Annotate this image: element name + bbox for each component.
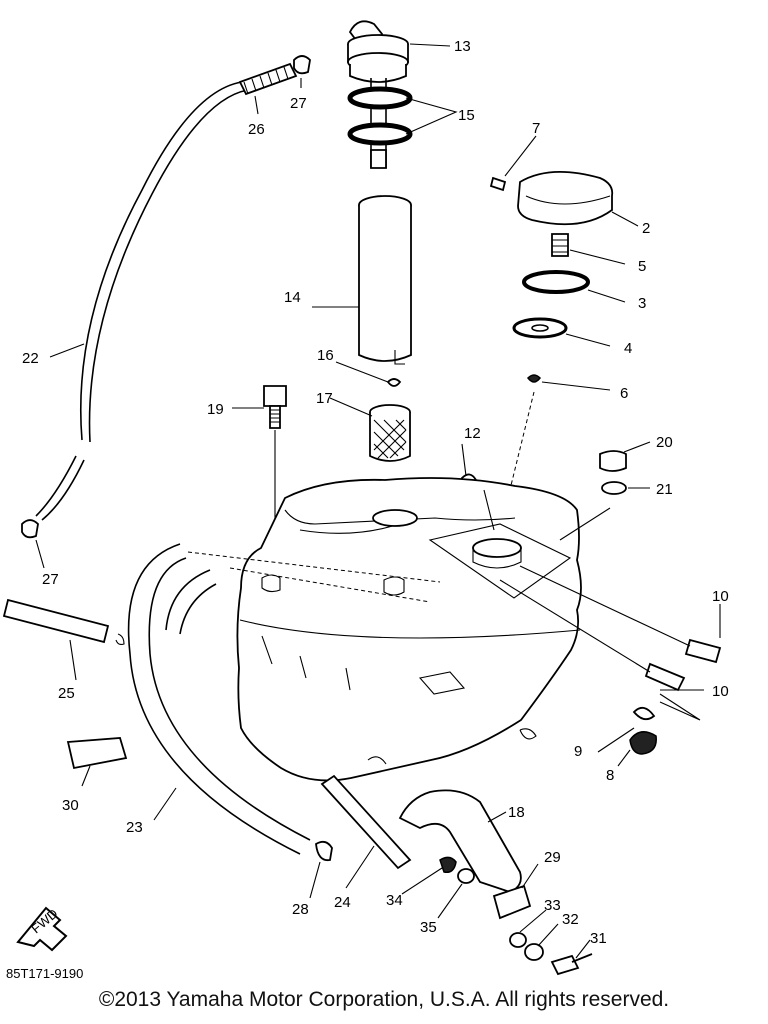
part-washer-33 bbox=[509, 932, 527, 948]
callout-25: 25 bbox=[58, 685, 75, 702]
callout-2: 2 bbox=[642, 220, 650, 237]
part-clip-9 bbox=[632, 706, 656, 721]
callout-7: 7 bbox=[532, 120, 540, 137]
part-filler-cap-assembly bbox=[489, 171, 614, 531]
callout-20: 20 bbox=[656, 434, 673, 451]
callout-29: 29 bbox=[544, 849, 561, 866]
part-grommet-20-21 bbox=[599, 450, 627, 495]
part-washer-32 bbox=[524, 943, 544, 961]
callout-28: 28 bbox=[292, 901, 309, 918]
callout-33: 33 bbox=[544, 897, 561, 914]
part-washer-35 bbox=[457, 868, 475, 884]
drawing-code: 85T171-9190 bbox=[6, 966, 83, 981]
part-pickup-tube bbox=[358, 195, 412, 365]
callout-26: 26 bbox=[248, 121, 265, 138]
part-bolt-31 bbox=[550, 953, 593, 976]
part-hose-25 bbox=[2, 598, 110, 644]
part-clip-27-left bbox=[21, 519, 39, 539]
callout-4: 4 bbox=[624, 340, 632, 357]
part-bolt-10-upper bbox=[684, 638, 722, 664]
part-vent-hose-22 bbox=[35, 62, 298, 521]
part-bracket-29 bbox=[492, 884, 532, 920]
callout-13: 13 bbox=[454, 38, 471, 55]
callout-22: 22 bbox=[22, 350, 39, 367]
callout-10-lower: 10 bbox=[712, 683, 729, 700]
callout-23: 23 bbox=[126, 819, 143, 836]
part-clip bbox=[386, 378, 402, 387]
callout-27-top: 27 bbox=[290, 95, 307, 112]
callout-15: 15 bbox=[458, 107, 475, 124]
part-bolt-10-lower bbox=[644, 662, 686, 692]
part-hose-23 bbox=[127, 543, 311, 855]
part-fuel-filter bbox=[369, 404, 411, 462]
callout-34: 34 bbox=[386, 892, 403, 909]
callout-30: 30 bbox=[62, 797, 79, 814]
callout-9: 9 bbox=[574, 743, 582, 760]
callout-12: 12 bbox=[464, 425, 481, 442]
fwd-arrow-icon: FWD bbox=[16, 906, 68, 952]
part-clip-27-top bbox=[293, 55, 311, 75]
callout-17: 17 bbox=[316, 390, 333, 407]
callout-16: 16 bbox=[317, 347, 334, 364]
callout-14: 14 bbox=[284, 289, 301, 306]
callout-35: 35 bbox=[420, 919, 437, 936]
callout-6: 6 bbox=[620, 385, 628, 402]
part-tank-band-18 bbox=[398, 789, 522, 893]
part-fuel-cap-assembly bbox=[347, 20, 413, 169]
callout-18: 18 bbox=[508, 804, 525, 821]
callout-19: 19 bbox=[207, 401, 224, 418]
callout-27-left: 27 bbox=[42, 571, 59, 588]
part-nut-34 bbox=[439, 856, 457, 874]
copyright-notice: ©2013 Yamaha Motor Corporation, U.S.A. A… bbox=[98, 988, 670, 1011]
part-clip-28 bbox=[315, 840, 333, 862]
callout-24: 24 bbox=[334, 894, 351, 911]
callout-31: 31 bbox=[590, 930, 607, 947]
leader-lines bbox=[35, 43, 721, 959]
callout-8: 8 bbox=[606, 767, 614, 784]
callout-5: 5 bbox=[638, 258, 646, 275]
callout-10-upper: 10 bbox=[712, 588, 729, 605]
part-bracket-30 bbox=[66, 737, 128, 770]
callout-21: 21 bbox=[656, 481, 673, 498]
callout-3: 3 bbox=[638, 295, 646, 312]
part-pad-24 bbox=[320, 774, 412, 870]
part-clamp-8 bbox=[629, 731, 657, 755]
callout-32: 32 bbox=[562, 911, 579, 928]
callout-labels: 13 15 27 26 7 2 5 3 14 4 16 6 22 19 17 1… bbox=[22, 38, 729, 947]
part-fuel-tank bbox=[236, 477, 582, 782]
